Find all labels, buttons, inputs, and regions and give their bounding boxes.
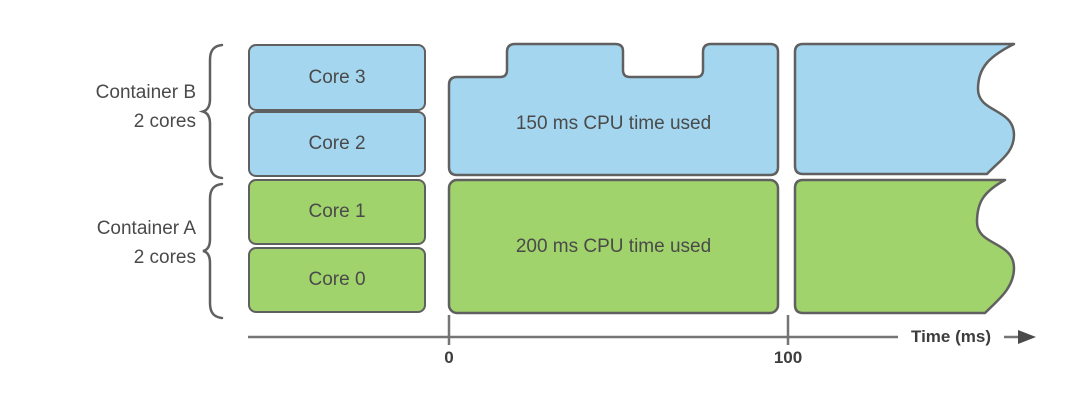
cpu-time-label-container-a: 200 ms CPU time used [515,236,712,257]
container-b-name: Container B [95,82,196,103]
container-a-cores-count: 2 cores [133,247,196,268]
axis-arrow-icon [1018,330,1036,344]
core-box-core-1: Core 1 [248,179,426,245]
brace-container-a-icon [202,182,224,320]
container-b-cores-count: 2 cores [133,111,196,132]
core-box-core-0: Core 0 [248,247,426,313]
core-1-label: Core 1 [308,201,366,222]
container-a-name: Container A [96,218,196,239]
container-b-label: Container B 2 cores [96,78,196,136]
tick-label-100: 100 [773,348,803,367]
tick-label-0: 0 [444,348,454,367]
usage-shape-container-b [447,42,780,177]
core-box-core-3: Core 3 [248,44,426,111]
cpu-time-label-container-b: 150 ms CPU time used [515,113,712,134]
continuation-shape-container-a [793,178,1016,315]
usage-shape-container-a [447,178,780,315]
core-box-core-2: Core 2 [248,111,426,177]
time-axis-label: Time (ms) [898,327,1004,347]
brace-container-b-icon [198,43,224,180]
continuation-shape-container-b [793,42,1016,176]
container-a-label: Container A 2 cores [97,214,196,272]
core-2-label: Core 2 [308,133,366,154]
core-3-label: Core 3 [308,66,366,88]
core-0-label: Core 0 [308,269,366,290]
